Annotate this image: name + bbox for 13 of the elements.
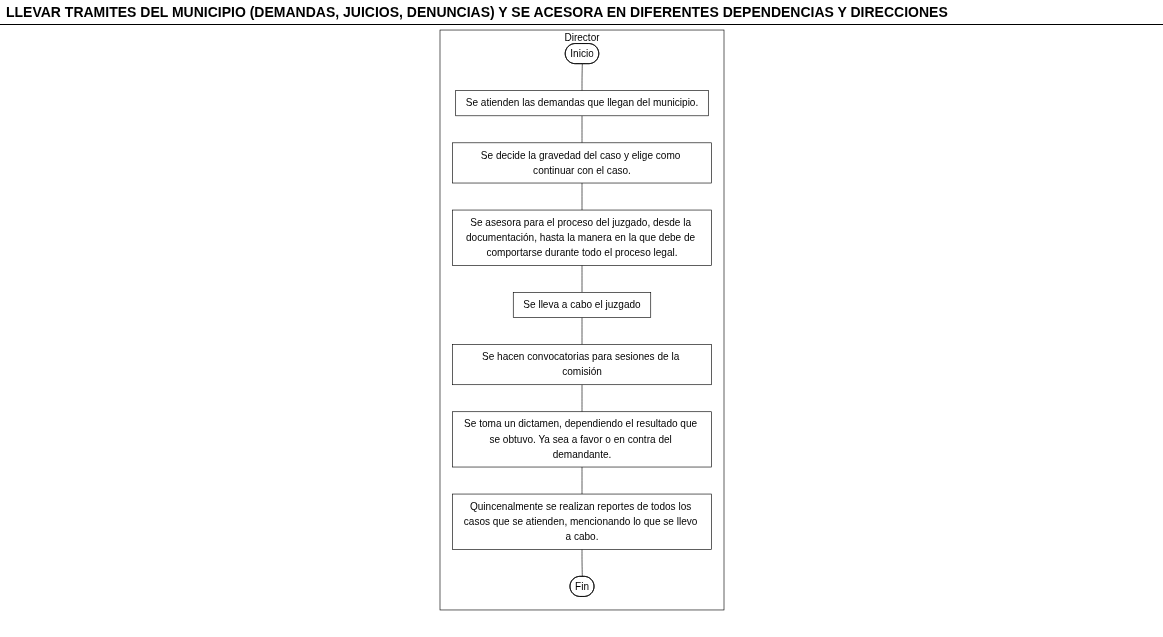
diagram-title: LLEVAR TRAMITES DEL MUNICIPIO (DEMANDAS, JUICIOS, DENUNCIAS) Y SE ACESORA EN DIFERENTES DEPENDENCIAS Y DIRECCIONES (0, 0, 1163, 25)
connector (581, 549, 583, 577)
connector (581, 384, 582, 413)
node-box: Se lleva a cabo el juzgado (512, 292, 651, 318)
node-box: Se hacen convocatorias para sesiones de la comisión (451, 344, 712, 386)
connector (581, 317, 582, 345)
node-box: Se asesora para el proceso del juzgado, desde la documentación, hasta la manera en la que debe de comportarse durante todo el proceso legal. (451, 209, 712, 266)
node-box: Se toma un dictamen, dependiendo el resultado que se obtuvo. Ya sea a favor o en contra del demandante. (451, 411, 712, 468)
connector (581, 63, 583, 91)
connector (581, 265, 582, 293)
node-box: Quincenalmente se realizan reportes de todos los casos que se atienden, mencionando lo que se llevo a cabo. (451, 493, 712, 550)
node-box: Se decide la gravedad del caso y elige como continuar con el caso. (451, 142, 712, 184)
node-box: Se atienden las demandas que llegan del municipio. (454, 90, 709, 117)
